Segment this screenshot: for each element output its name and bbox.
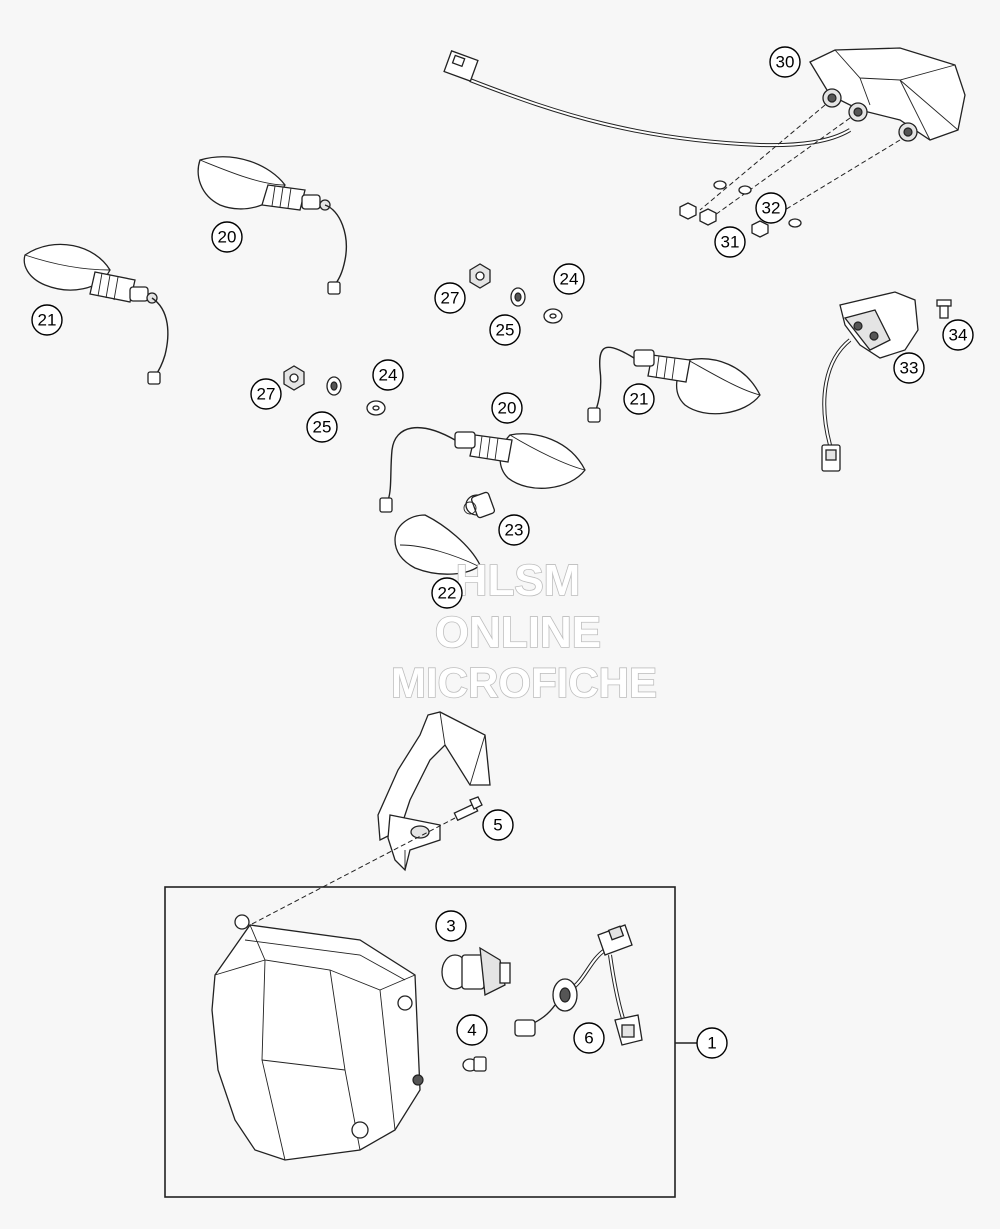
callout-3: 3 bbox=[435, 910, 467, 942]
callout-20-center-text: 20 bbox=[498, 399, 517, 418]
callout-34: 34 bbox=[942, 319, 974, 351]
callout-21-right-text: 21 bbox=[630, 390, 649, 409]
indicator-right-front bbox=[379, 426, 586, 513]
parking-bulb bbox=[462, 1056, 487, 1072]
callout-1-text: 1 bbox=[707, 1034, 716, 1053]
callout-27-top-text: 27 bbox=[441, 289, 460, 308]
callout-33: 33 bbox=[893, 352, 925, 384]
callout-20-top-left-text: 20 bbox=[218, 228, 237, 247]
headlight-bracket bbox=[249, 711, 491, 926]
license-light-assembly bbox=[821, 291, 952, 472]
callout-25-top-text: 25 bbox=[496, 321, 515, 340]
callout-24-left: 24 bbox=[372, 359, 404, 391]
callout-30-text: 30 bbox=[776, 53, 795, 72]
tail-light-assembly bbox=[443, 47, 966, 238]
callout-6: 6 bbox=[573, 1022, 605, 1054]
callout-3-text: 3 bbox=[446, 917, 455, 936]
callout-30: 30 bbox=[769, 46, 801, 78]
callout-23: 23 bbox=[498, 514, 530, 546]
watermark-line-2: ONLINE bbox=[435, 608, 601, 657]
callout-6-text: 6 bbox=[584, 1029, 593, 1048]
callout-25-left-text: 25 bbox=[313, 418, 332, 437]
callout-22: 22 bbox=[431, 577, 463, 609]
callout-27-left-text: 27 bbox=[257, 385, 276, 404]
callout-21-right: 21 bbox=[623, 383, 655, 415]
watermark-line-3: MICROFICHE bbox=[391, 659, 657, 706]
callout-32: 32 bbox=[755, 192, 787, 224]
callout-21-left: 21 bbox=[31, 304, 63, 336]
callout-27-left: 27 bbox=[250, 378, 282, 410]
callout-23-text: 23 bbox=[505, 521, 524, 540]
callout-24-left-text: 24 bbox=[379, 366, 398, 385]
callout-20-center: 20 bbox=[491, 392, 523, 424]
callout-5-text: 5 bbox=[493, 816, 502, 835]
hardware-top bbox=[469, 263, 563, 324]
callout-24-top-text: 24 bbox=[560, 270, 579, 289]
callout-25-top: 25 bbox=[489, 314, 521, 346]
callout-21-left-text: 21 bbox=[38, 311, 57, 330]
watermark-line-1: HLSM bbox=[456, 556, 581, 605]
indicator-right-rear bbox=[587, 346, 761, 423]
callout-20-top-left: 20 bbox=[211, 221, 243, 253]
indicator-left-front bbox=[197, 156, 347, 295]
callout-5: 5 bbox=[482, 809, 514, 841]
callout-24-top: 24 bbox=[553, 263, 585, 295]
bulb-socket-wiring bbox=[514, 924, 643, 1046]
callout-4: 4 bbox=[456, 1014, 488, 1046]
indicator-lens bbox=[394, 514, 481, 575]
callout-34-text: 34 bbox=[949, 326, 968, 345]
headlight-bulb bbox=[441, 946, 511, 997]
callout-1: 1 bbox=[696, 1027, 728, 1059]
callout-4-text: 4 bbox=[467, 1021, 476, 1040]
callout-25-left: 25 bbox=[306, 411, 338, 443]
callout-labels: 30 32 31 20 21 24 27 25 bbox=[31, 46, 974, 1059]
hardware-left bbox=[283, 365, 386, 416]
indicator-left-rear bbox=[23, 243, 169, 385]
callout-31-text: 31 bbox=[721, 233, 740, 252]
watermark: HLSM ONLINE MICROFICHE bbox=[390, 555, 658, 707]
callout-33-text: 33 bbox=[900, 359, 919, 378]
headlight-housing bbox=[211, 914, 424, 1161]
callout-31: 31 bbox=[714, 226, 746, 258]
indicator-bulb bbox=[463, 491, 496, 519]
callout-22-text: 22 bbox=[438, 584, 457, 603]
callout-27-top: 27 bbox=[434, 282, 466, 314]
headlight-kit-box bbox=[164, 886, 697, 1198]
callout-32-text: 32 bbox=[762, 199, 781, 218]
